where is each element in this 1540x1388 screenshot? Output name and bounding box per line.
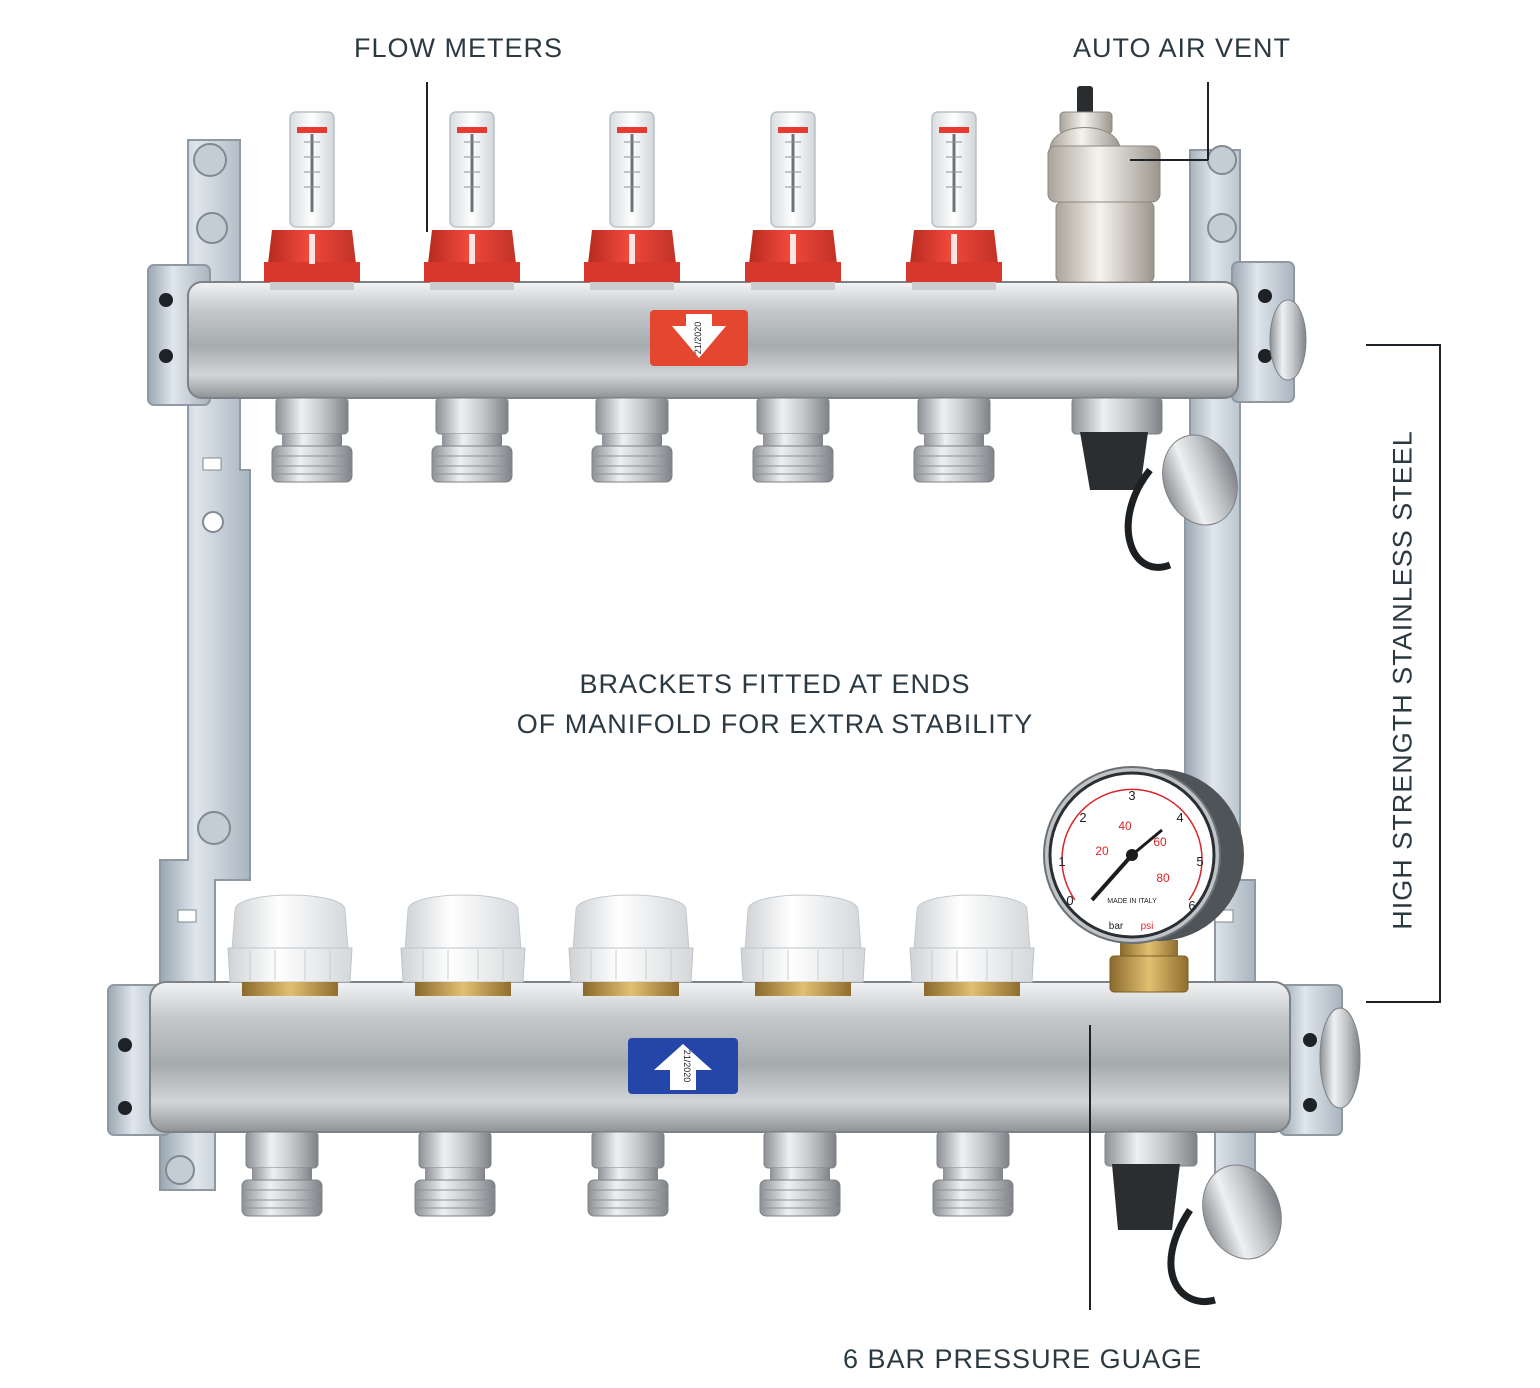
pressure-gauge-label: 6 BAR PRESSURE GUAGE [843, 1344, 1203, 1374]
lower-drain-valve [1104, 1131, 1282, 1305]
gauge-psi-tick-40: 40 [1118, 819, 1132, 833]
gauge-bar-tick-5: 5 [1196, 854, 1203, 869]
supply-sticker-code: 21/2020 [693, 322, 703, 355]
gauge-psi-tick-80: 80 [1156, 871, 1170, 885]
flow-meters-label: FLOW METERS [354, 33, 564, 63]
return-sticker-code: 21/2020 [682, 1050, 692, 1083]
upper-drain-valve [1071, 397, 1238, 571]
gauge-bar-tick-2: 2 [1079, 810, 1086, 825]
auto-air-vent-label: AUTO AIR VENT [1073, 33, 1292, 63]
gauge-psi-tick-60: 60 [1153, 835, 1167, 849]
valve-caps [227, 894, 1035, 997]
brackets-label-line1: BRACKETS FITTED AT ENDS [579, 669, 971, 699]
stainless-steel-bracket-line [1366, 344, 1441, 1003]
return-manifold-bar [149, 981, 1361, 1133]
gauge-psi-tick-20: 20 [1095, 844, 1109, 858]
auto-air-vent [1047, 86, 1161, 283]
flow-meters [262, 110, 1004, 292]
gauge-unit-bar: bar [1109, 921, 1124, 932]
gauge-bar-tick-0: 0 [1066, 893, 1073, 908]
right-bracket [1184, 145, 1343, 1186]
gauge-bar-tick-1: 1 [1058, 854, 1065, 869]
leader-lines [426, 82, 1441, 1310]
return-flow-sticker: 21/2020 [628, 1038, 738, 1094]
gauge-bar-tick-6: 6 [1188, 898, 1195, 913]
brackets-label-line2: OF MANIFOLD FOR EXTRA STABILITY [516, 709, 1034, 739]
pressure-gauge: 0 1 2 3 4 5 6 20 40 60 80 MADE IN ITALY … [1043, 766, 1244, 993]
gauge-bar-tick-3: 3 [1128, 788, 1135, 803]
gauge-unit-psi: psi [1141, 921, 1154, 932]
return-outlets [241, 1131, 1014, 1217]
supply-outlets [271, 397, 995, 483]
supply-flow-sticker: 21/2020 [650, 310, 748, 366]
brackets-label: BRACKETS FITTED AT ENDS OF MANIFOLD FOR … [470, 664, 1080, 744]
gauge-bar-tick-4: 4 [1176, 810, 1183, 825]
gauge-made-in: MADE IN ITALY [1107, 898, 1157, 905]
